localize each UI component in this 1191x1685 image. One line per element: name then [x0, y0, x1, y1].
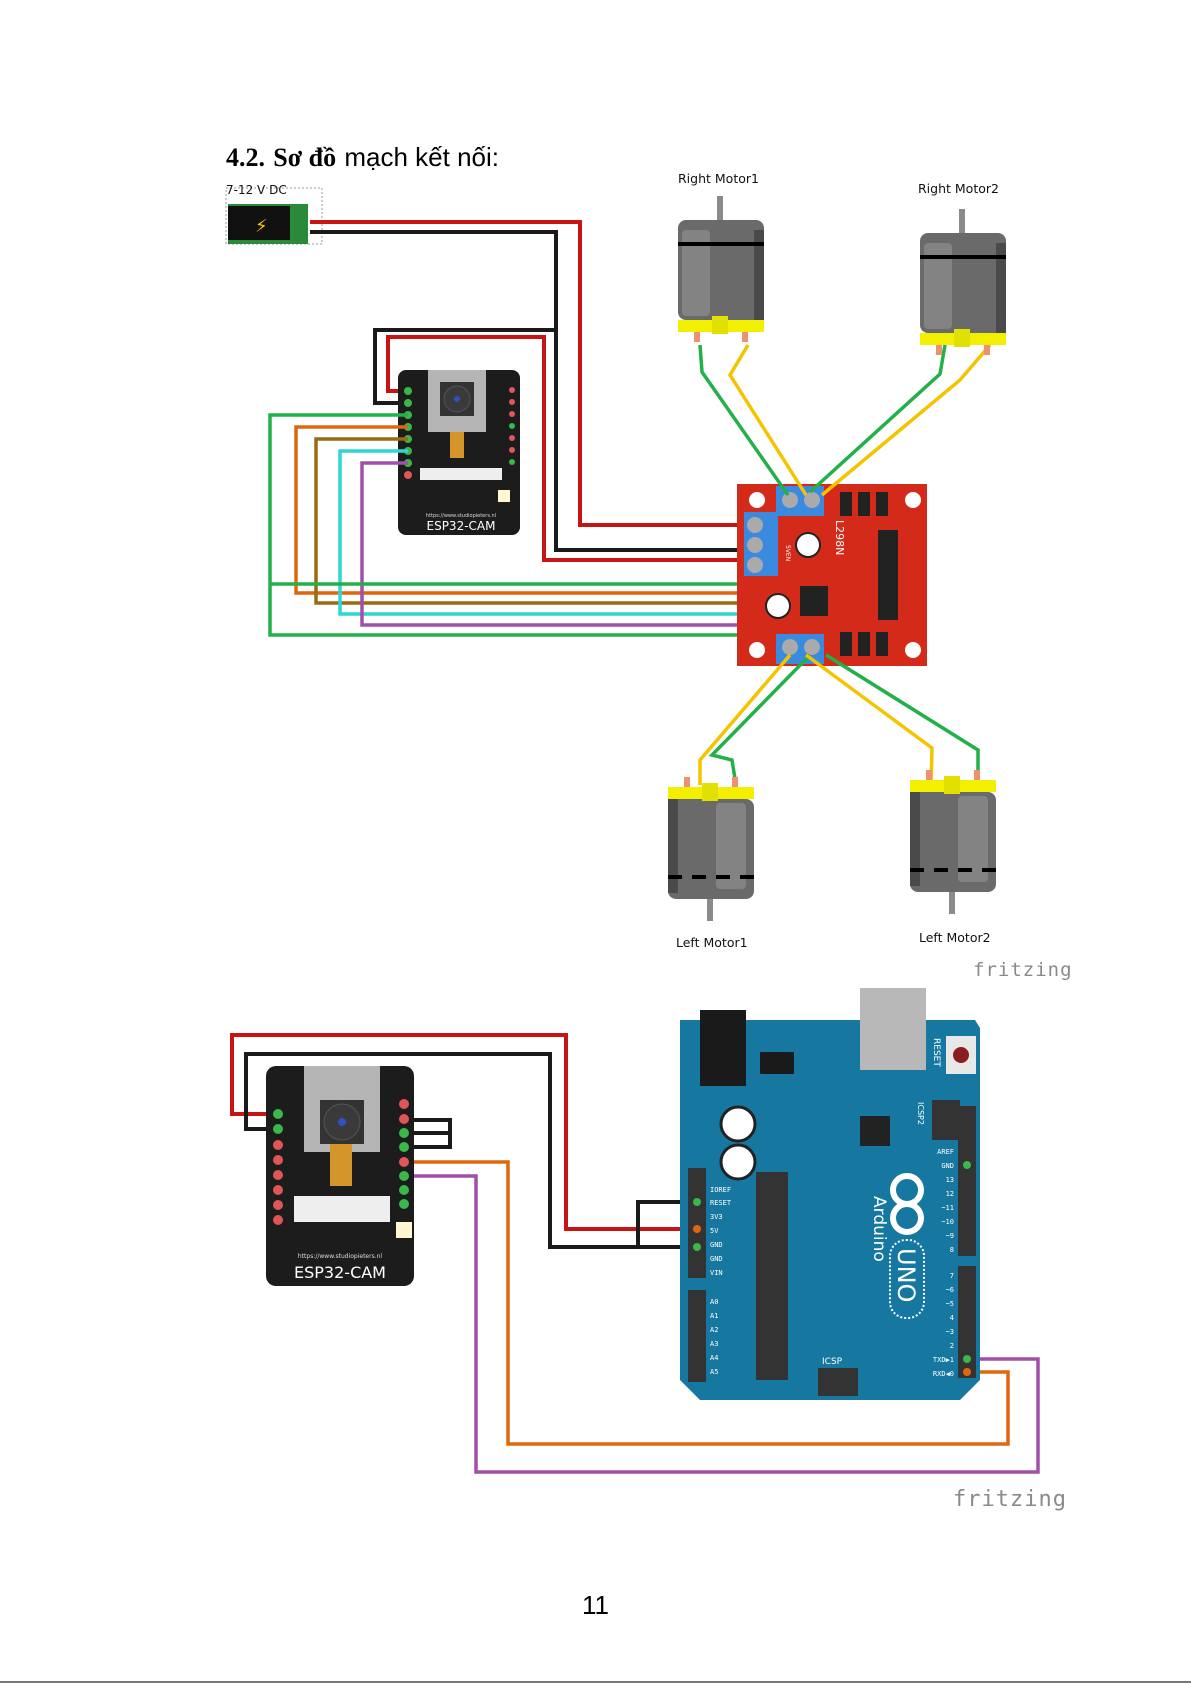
arduino-power-pin-labels: IOREF RESET 3V3 5V GND GND VIN: [710, 1186, 732, 1277]
esp32-label-2: ESP32-CAM: [294, 1263, 386, 1282]
esp32-url-2: https://www.studiopieters.nl: [298, 1253, 383, 1260]
svg-text:RESET: RESET: [710, 1199, 732, 1207]
power-wires-2: [230, 1033, 690, 1249]
section-heading: 4.2. Sơ đồ mạch kết nối:: [226, 142, 499, 173]
section-number: 4.2.: [226, 143, 265, 172]
uno-label: UNO: [892, 1248, 920, 1302]
svg-text:~11: ~11: [941, 1204, 954, 1212]
svg-text:~3: ~3: [946, 1328, 954, 1336]
icsp2-label: ICSP2: [916, 1102, 925, 1125]
svg-text:~6: ~6: [946, 1286, 954, 1294]
svg-text:A5: A5: [710, 1368, 718, 1376]
svg-text:GND: GND: [710, 1241, 723, 1249]
footer-rule: [0, 1681, 1191, 1683]
svg-text:13: 13: [946, 1176, 954, 1184]
dc-power-jack: ⚡: [225, 187, 323, 245]
svg-text:AREF: AREF: [937, 1148, 954, 1156]
page-number: 11: [582, 1590, 609, 1620]
arduino-uno: RESET ICSP2 ICSP Arduino UNO: [680, 988, 980, 1400]
esp32-label: ESP32-CAM: [427, 519, 496, 533]
svg-text:3V3: 3V3: [710, 1213, 723, 1221]
svg-text:A3: A3: [710, 1340, 718, 1348]
uart-wires: [402, 1160, 1040, 1474]
section-title: mạch kết nối:: [344, 142, 499, 172]
arduino-analog-pin-labels: A0 A1 A2 A3 A4 A5: [710, 1298, 718, 1376]
left-motor-1-label: Left Motor1: [676, 935, 748, 950]
left-motor-2-label: Left Motor2: [919, 930, 991, 945]
svg-text:12: 12: [946, 1190, 954, 1198]
svg-text:8: 8: [950, 1246, 954, 1254]
svg-text:A2: A2: [710, 1326, 718, 1334]
right-motor-1-label: Right Motor1: [678, 171, 759, 186]
icsp-label: ICSP: [822, 1357, 843, 1367]
svg-text:5V: 5V: [710, 1227, 719, 1235]
svg-text:RXD◀0: RXD◀0: [933, 1370, 954, 1378]
svg-text:~5: ~5: [946, 1300, 954, 1308]
power-voltage-label: 7-12 V DC: [226, 183, 287, 197]
esp32-right-pins-1: [509, 387, 515, 465]
right-motor-2-label: Right Motor2: [918, 181, 999, 196]
svg-text:~9: ~9: [946, 1232, 954, 1240]
svg-text:VIN: VIN: [710, 1269, 723, 1277]
fritzing-watermark-2: fritzing: [953, 1487, 1067, 1512]
section-title-bold: Sơ đồ: [273, 143, 337, 172]
svg-text:7: 7: [950, 1272, 954, 1280]
arduino-brand: Arduino: [869, 1196, 889, 1262]
right-motor-2: [918, 207, 1008, 357]
l298n-driver: L298N 5VEN: [737, 484, 927, 666]
fritzing-watermark-1: fritzing: [973, 959, 1073, 981]
left-motor-1: [666, 775, 756, 923]
arduino-digital-pin-labels: AREF GND 13 12 ~11 ~10 ~9 8 7 ~6 ~5 4 ~3…: [933, 1148, 954, 1378]
svg-text:GND: GND: [710, 1255, 723, 1263]
svg-text:TXD▶1: TXD▶1: [933, 1356, 954, 1364]
reset-label: RESET: [931, 1038, 941, 1067]
svg-text:IOREF: IOREF: [710, 1186, 731, 1194]
power-wires: [310, 220, 745, 562]
left-motor-2: [908, 768, 998, 916]
svg-text:A4: A4: [710, 1354, 718, 1362]
svg-text:A0: A0: [710, 1298, 718, 1306]
svg-text:A1: A1: [710, 1312, 718, 1320]
esp32-url: https://www.studiopieters.nl: [426, 513, 496, 519]
right-motor-1: [676, 194, 766, 344]
svg-text:~10: ~10: [941, 1218, 954, 1226]
5ven-label: 5VEN: [784, 545, 791, 561]
control-wires: [268, 413, 745, 637]
esp32-cam-board-1: https://www.studiopieters.nl ESP32-CAM: [398, 370, 520, 535]
esp32-cam-board-2: https://www.studiopieters.nl ESP32-CAM: [266, 1066, 414, 1286]
l298n-label: L298N: [833, 520, 846, 555]
svg-text:4: 4: [950, 1314, 954, 1322]
svg-text:GND: GND: [941, 1162, 954, 1170]
svg-text:2: 2: [950, 1342, 954, 1350]
bolt-icon: ⚡: [255, 216, 268, 237]
